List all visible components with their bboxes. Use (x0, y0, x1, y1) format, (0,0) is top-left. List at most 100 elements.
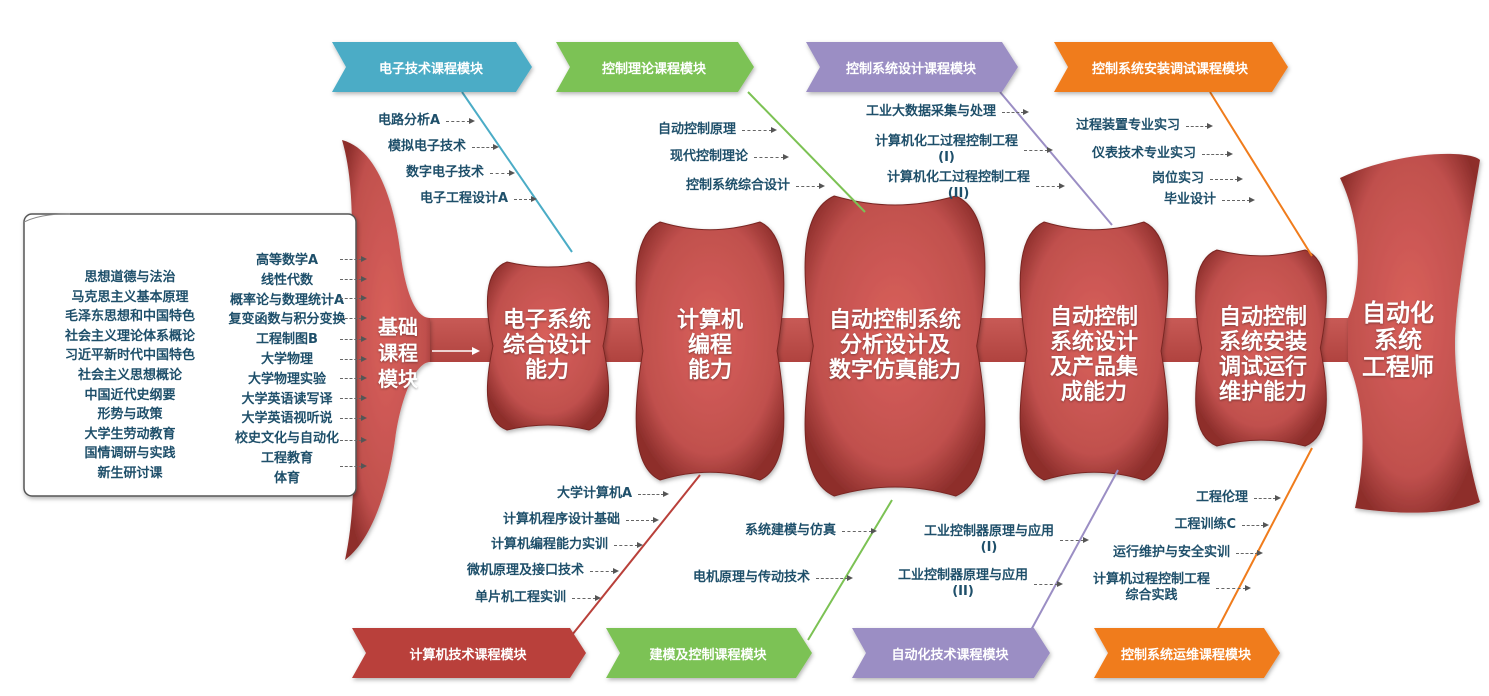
ability-label-programming: 计算机 编程 能力 (676, 307, 743, 383)
course-arrow (340, 276, 367, 282)
course-arrow (626, 517, 659, 523)
course-arrow (514, 196, 537, 202)
base-course-panel-bg (23, 213, 357, 497)
top-module-0-course: 模拟电子技术 (387, 139, 466, 154)
module-label-control-theory: 控制理论课程模块 (601, 61, 706, 77)
course-arrow (340, 356, 367, 362)
course-arrow (340, 463, 367, 469)
top-module-3-course: 毕业设计 (1163, 192, 1216, 207)
course-arrow (1002, 109, 1029, 115)
general-course-list: 思想道德与法治马克思主义基本原理毛泽东思想和中国特色社会主义理论体系概论习近平新… (40, 268, 220, 484)
math-course: 工程制图B (256, 332, 318, 348)
module-label-computer: 计算机技术课程模块 (409, 647, 527, 663)
branch-line-maintenance (1215, 447, 1313, 633)
module-label-automation-tech: 自动化技术课程模块 (891, 647, 1009, 663)
ability-pill-0 (486, 261, 610, 431)
bottom-module-1-course: 系统建模与仿真 (744, 523, 836, 538)
branch-line-modeling (807, 499, 893, 641)
top-module-1-course: 自动控制原理 (657, 122, 736, 137)
general-course: 大学生劳动教育 (84, 426, 176, 442)
math-course: 体育 (273, 470, 300, 486)
module-banner-control-theory (556, 42, 754, 92)
course-arrow (1210, 176, 1243, 182)
math-course: 复变函数与积分变换 (228, 312, 346, 328)
top-module-2-course: 工业大数据采集与处理 (865, 104, 996, 119)
general-course: 新生研讨课 (97, 465, 163, 481)
fish-tail-shape (342, 140, 430, 560)
module-label-maintenance: 控制系统运维课程模块 (1120, 647, 1251, 663)
course-arrow (1254, 495, 1281, 501)
module-banner-installation (1054, 42, 1288, 92)
general-course: 毛泽东思想和中国特色 (64, 309, 195, 325)
course-arrow (590, 568, 619, 574)
bottom-module-0-course: 计算机程序设计基础 (502, 512, 620, 527)
general-course: 社会主义思想概论 (77, 367, 182, 383)
bottom-module-2-course: 工业控制器原理与应用 (II) (897, 568, 1028, 599)
course-arrow (446, 118, 475, 124)
bottom-module-0-course: 单片机工程实训 (474, 590, 566, 605)
ability-label-electronic: 电子系统 综合设计 能力 (502, 307, 591, 383)
course-arrow (572, 595, 601, 601)
ability-pill-2 (804, 195, 986, 497)
ability-label-integration: 自动控制 系统设计 及产品集 成能力 (1049, 305, 1138, 405)
module-label-installation: 控制系统安装调试课程模块 (1091, 61, 1248, 77)
module-label-electronic: 电子技术课程模块 (378, 61, 483, 77)
course-arrow (1236, 550, 1263, 556)
ability-label-control-simulation: 自动控制系统 分析设计及 数字仿真能力 (828, 307, 961, 383)
goal-label: 自动化 系统 工程师 (1362, 298, 1434, 381)
top-module-2-course: 计算机化工过程控制工程 (I) (874, 134, 1018, 165)
bottom-module-3-course: 计算机过程控制工程 综合实践 (1092, 572, 1210, 603)
general-course: 国情调研与实践 (84, 446, 176, 462)
math-course: 大学物理实验 (247, 371, 326, 387)
math-course: 线性代数 (260, 272, 313, 288)
course-arrow (842, 528, 877, 534)
top-module-3-course: 仪表技术专业实习 (1091, 146, 1196, 161)
top-module-0-course: 电路分析A (377, 113, 440, 128)
general-course: 中国近代史纲要 (84, 387, 176, 403)
course-arrow (816, 575, 853, 581)
module-banner-automation-tech (852, 628, 1050, 678)
course-arrow (1242, 522, 1269, 528)
math-course: 大学物理 (260, 351, 313, 367)
branch-line-computer (567, 474, 701, 641)
module-label-control-design: 控制系统设计课程模块 (845, 61, 976, 77)
course-arrow (1060, 537, 1089, 543)
course-arrow (1036, 183, 1065, 189)
module-banner-maintenance (1094, 628, 1280, 678)
branch-line-installation (1209, 91, 1313, 257)
course-arrow (340, 295, 367, 301)
start-label: 基础 课程 模块 (378, 315, 418, 391)
course-arrow (1222, 197, 1255, 203)
top-module-1-course: 现代控制理论 (669, 149, 748, 164)
bottom-module-0-course: 计算机编程能力实训 (490, 537, 608, 552)
math-course: 校史文化与自动化 工程教育 (234, 431, 339, 466)
top-module-0-course: 数字电子技术 (405, 165, 484, 180)
module-banner-electronic (332, 42, 532, 92)
bottom-module-0-course: 大学计算机A (556, 486, 632, 501)
ability-pill-4 (1195, 249, 1327, 447)
general-course: 习近平新时代中国特色 (64, 348, 195, 364)
bottom-module-1-course: 电机原理与传动技术 (692, 570, 810, 585)
course-arrow (340, 415, 367, 421)
course-arrow (340, 336, 367, 342)
top-module-1-course: 控制系统综合设计 (685, 178, 790, 193)
course-arrow (472, 144, 499, 150)
module-banner-control-design (806, 42, 1018, 92)
ability-pill-1 (635, 221, 785, 481)
module-label-modeling: 建模及控制课程模块 (649, 647, 767, 663)
course-arrow (340, 437, 367, 443)
course-arrow (490, 170, 515, 176)
course-arrow (614, 542, 643, 548)
course-arrow (754, 154, 789, 160)
bottom-module-3-course: 工程训练C (1174, 517, 1236, 532)
top-module-3-course: 过程装置专业实习 (1075, 118, 1180, 133)
general-course: 马克思主义基本原理 (71, 289, 189, 305)
course-arrow (1034, 581, 1063, 587)
course-arrow (1216, 585, 1251, 591)
course-arrow (340, 395, 367, 401)
module-banner-modeling (606, 628, 812, 678)
course-arrow (1202, 151, 1233, 157)
top-module-3-course: 岗位实习 (1151, 171, 1204, 186)
